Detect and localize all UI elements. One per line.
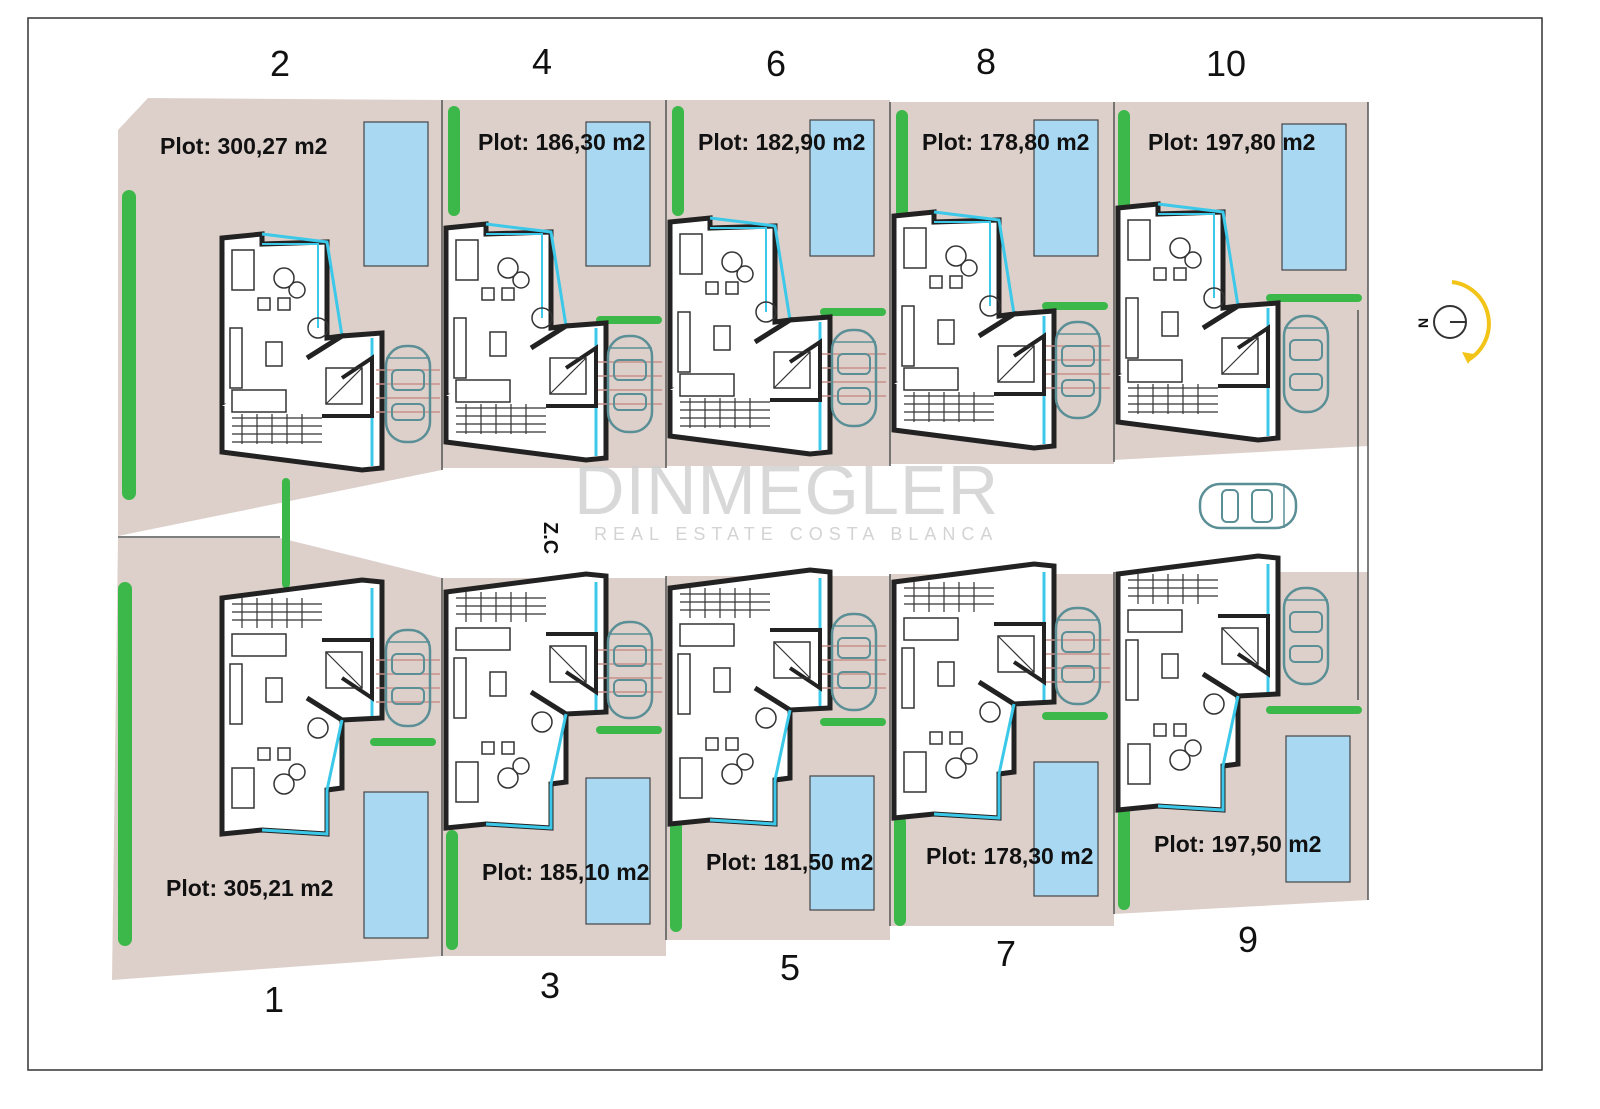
plot-number-6: 6 [766,43,786,84]
plot-area-9: Plot: 197,50 m2 [1154,831,1321,857]
plot-number-3: 3 [540,965,560,1006]
compass-icon: N [1415,280,1491,364]
hedges [118,106,1362,950]
plot-area-4: Plot: 186,30 m2 [478,129,645,155]
plot-number-5: 5 [780,947,800,988]
plot-numbers: 2 4 6 8 10 1 3 5 7 9 [264,41,1258,1020]
pool-4 [585,121,651,267]
watermark-subtitle: REAL ESTATE COSTA BLANCA [594,524,998,544]
pool-9 [1285,735,1351,883]
pools [363,119,1351,939]
pool-1 [363,791,429,939]
plot-area-3: Plot: 185,10 m2 [482,859,649,885]
plot-areas: Plot: 300,27 m2 Plot: 186,30 m2 Plot: 18… [160,129,1321,901]
plot-number-7: 7 [996,933,1016,974]
plot-area-7: Plot: 178,30 m2 [926,843,1093,869]
plot-area-1: Plot: 305,21 m2 [166,875,333,901]
pool-10 [1281,123,1347,271]
plot-number-4: 4 [532,41,552,82]
plot-number-8: 8 [976,41,996,82]
pool-8 [1033,119,1099,257]
pool-7 [1033,761,1099,897]
plot-number-9: 9 [1238,919,1258,960]
plot-area-2: Plot: 300,27 m2 [160,133,327,159]
compass-label: N [1415,318,1431,328]
pool-3 [585,777,651,925]
watermark-title: DINMEGLER [574,451,999,529]
plot-area-8: Plot: 178,80 m2 [922,129,1089,155]
pool-5 [809,775,875,911]
plot-number-1: 1 [264,979,284,1020]
pool-6 [809,119,875,257]
pool-2 [363,121,429,267]
plot-dividers [118,100,1369,956]
plot-area-10: Plot: 197,80 m2 [1148,129,1315,155]
plot-area-5: Plot: 181,50 m2 [706,849,873,875]
plot-area-6: Plot: 182,90 m2 [698,129,865,155]
plot-number-2: 2 [270,43,290,84]
plot-number-10: 10 [1206,43,1246,84]
common-zone-label: Z.C [539,522,561,554]
